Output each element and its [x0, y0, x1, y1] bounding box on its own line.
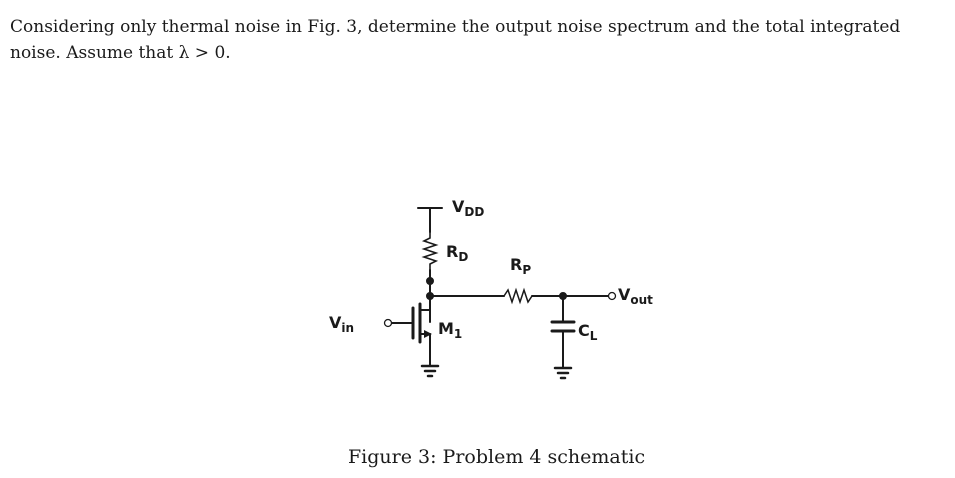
rd-node-dot	[426, 277, 434, 285]
rd-label: RD	[446, 242, 468, 264]
schematic-svg: VDD RD RP Vout Vin M1 CL	[329, 197, 653, 380]
m1-arrow	[424, 330, 432, 338]
problem-line-2: noise. Assume that λ > 0.	[10, 43, 231, 63]
vout-terminal	[607, 291, 617, 301]
figure-caption: Figure 3: Problem 4 schematic	[348, 446, 646, 468]
vout-label: Vout	[618, 285, 653, 307]
m1-label: M1	[438, 319, 462, 341]
problem-statement: Considering only thermal noise in Fig. 3…	[10, 14, 940, 66]
cl-label: CL	[578, 321, 598, 343]
rp-resistor	[503, 287, 533, 305]
vin-label: Vin	[329, 313, 354, 335]
problem-line-1: Considering only thermal noise in Fig. 3…	[10, 17, 901, 37]
rd-resistor	[421, 231, 439, 271]
vin-terminal	[383, 318, 393, 328]
circuit-schematic: VDD RD RP Vout Vin M1 CL	[320, 190, 680, 400]
vdd-label: VDD	[452, 197, 484, 219]
rp-label: RP	[510, 255, 531, 277]
